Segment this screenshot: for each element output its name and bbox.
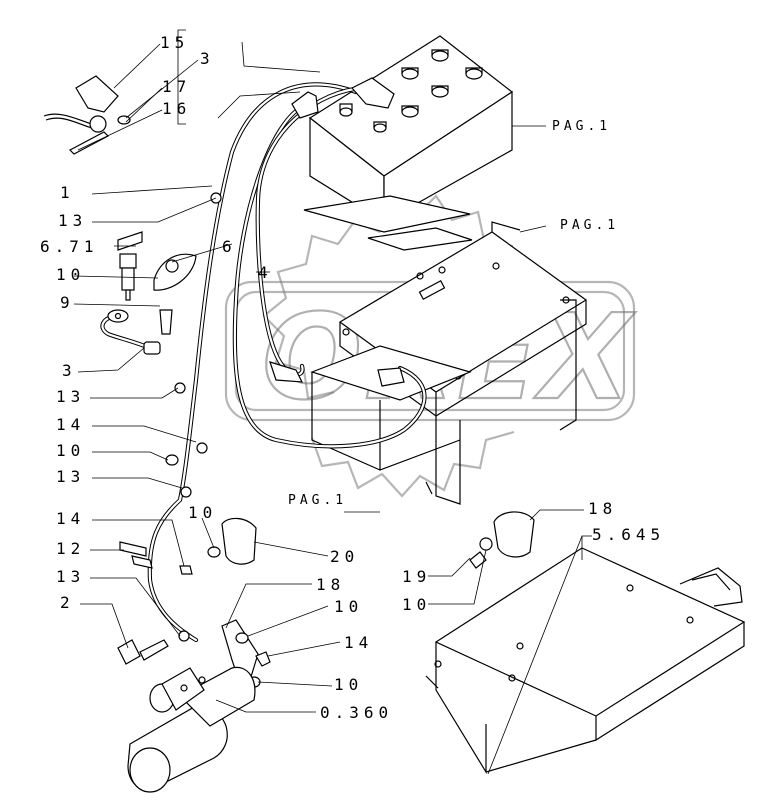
callout-14-c: 14 (344, 633, 373, 652)
page-ref-battery: PAG.1 (552, 119, 611, 134)
callout-10-e: 10 (334, 675, 363, 694)
cable-terminals (107, 77, 405, 642)
callout-10-d: 10 (334, 597, 363, 616)
callout-6-71: 6.71 (40, 237, 99, 256)
callout-17: 17 (162, 77, 191, 96)
callout-4: 4 (258, 263, 273, 282)
callout-10-a: 10 (56, 265, 85, 284)
leader-lines (73, 29, 592, 775)
leader-tray-pag (519, 225, 547, 233)
starter-motor (127, 666, 256, 793)
callout-1: 1 (60, 183, 75, 202)
callout-20: 20 (330, 547, 359, 566)
callout-14-a: 14 (56, 415, 85, 434)
callout-3-mid: 3 (62, 361, 77, 380)
page-ref-tray: PAG.1 (560, 218, 619, 233)
callout-13-a: 13 (58, 211, 87, 230)
callout-2: 2 (60, 593, 75, 612)
battery (303, 35, 514, 251)
callout-5-645: 5.645 (592, 525, 665, 544)
mounting-plate (425, 547, 746, 775)
callout-3-top: 3 (200, 49, 215, 68)
callout-10-c: 10 (188, 503, 217, 522)
callout-10-b: 10 (56, 441, 85, 460)
callout-14-b: 14 (56, 509, 85, 528)
callout-16: 16 (162, 99, 191, 118)
callout-18-b: 18 (588, 499, 617, 518)
page-ref-support: PAG.1 (288, 493, 347, 508)
callout-labels: 15 3 17 16 1 13 6.71 6 4 10 9 3 13 14 10… (40, 33, 665, 722)
callout-18-a: 18 (316, 575, 345, 594)
hardware-parts (43, 75, 535, 688)
callout-12: 12 (56, 539, 85, 558)
callout-13-b: 13 (56, 387, 85, 406)
callout-6: 6 (222, 237, 237, 256)
callout-13-c: 13 (56, 467, 85, 486)
callout-13-d: 13 (56, 567, 85, 586)
callout-9: 9 (60, 293, 75, 312)
callout-15: 15 (160, 33, 189, 52)
callout-19: 19 (402, 567, 431, 586)
callout-0-360: 0.360 (320, 703, 393, 722)
callout-10-f: 10 (402, 595, 431, 614)
